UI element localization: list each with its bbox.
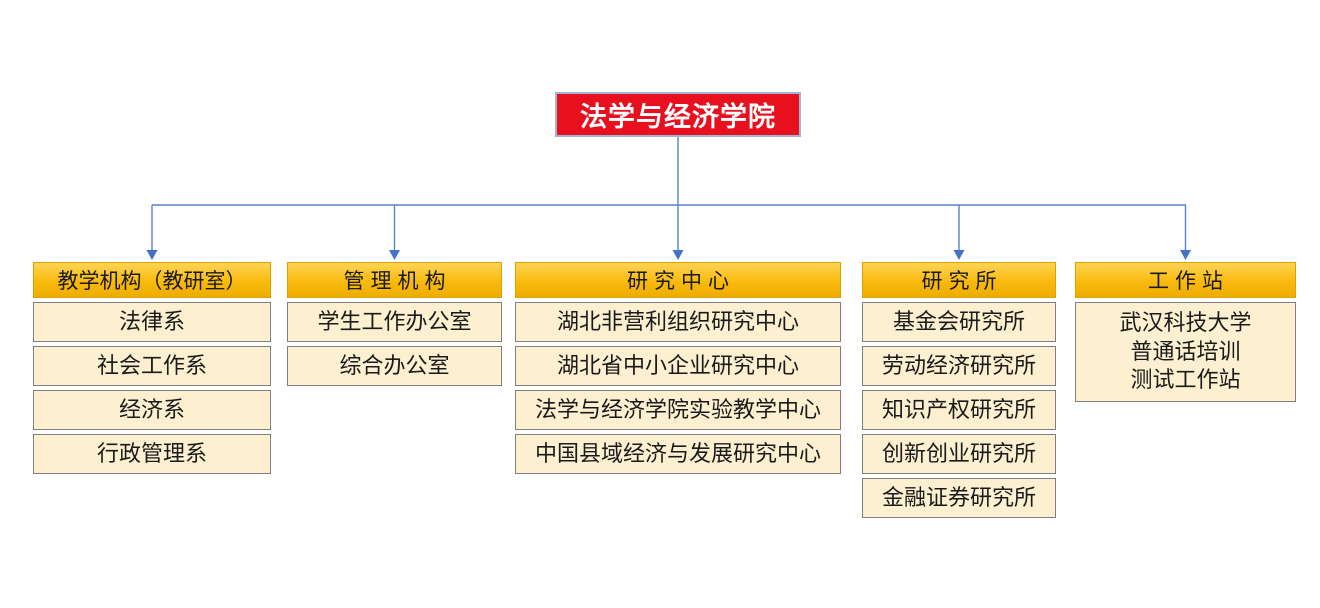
column-workstations: 工作站 武汉科技大学 普通话培训 测试工作站 bbox=[1075, 262, 1296, 406]
connector-line-group bbox=[151, 137, 1187, 251]
org-item: 法学与经济学院实验教学中心 bbox=[515, 390, 841, 430]
org-item: 劳动经济研究所 bbox=[862, 346, 1056, 386]
column-header: 教学机构（教研室） bbox=[33, 262, 271, 298]
org-item: 社会工作系 bbox=[33, 346, 271, 386]
org-item: 湖北非营利组织研究中心 bbox=[515, 302, 841, 342]
org-item: 湖北省中小企业研究中心 bbox=[515, 346, 841, 386]
org-item: 创新创业研究所 bbox=[862, 434, 1056, 474]
column-teaching-orgs: 教学机构（教研室） 法律系 社会工作系 经济系 行政管理系 bbox=[33, 262, 271, 478]
org-item: 经济系 bbox=[33, 390, 271, 430]
down-arrow-icon bbox=[389, 250, 400, 260]
org-item: 行政管理系 bbox=[33, 434, 271, 474]
org-item: 学生工作办公室 bbox=[287, 302, 502, 342]
column-admin-orgs: 管理机构 学生工作办公室 综合办公室 bbox=[287, 262, 502, 390]
column-header: 研究所 bbox=[862, 262, 1056, 298]
down-arrow-icons bbox=[146, 250, 1191, 260]
org-item: 知识产权研究所 bbox=[862, 390, 1056, 430]
root-title-box: 法学与经济学院 bbox=[555, 92, 801, 137]
org-item: 武汉科技大学 普通话培训 测试工作站 bbox=[1075, 302, 1296, 402]
down-arrow-icon bbox=[146, 250, 158, 260]
column-research-centers: 研究中心 湖北非营利组织研究中心 湖北省中小企业研究中心 法学与经济学院实验教学… bbox=[515, 262, 841, 478]
org-item: 金融证券研究所 bbox=[862, 478, 1056, 518]
org-item: 中国县域经济与发展研究中心 bbox=[515, 434, 841, 474]
org-item: 综合办公室 bbox=[287, 346, 502, 386]
org-item: 法律系 bbox=[33, 302, 271, 342]
column-research-institutes: 研究所 基金会研究所 劳动经济研究所 知识产权研究所 创新创业研究所 金融证券研… bbox=[862, 262, 1056, 522]
column-header: 工作站 bbox=[1075, 262, 1296, 298]
column-header: 管理机构 bbox=[287, 262, 502, 298]
org-item: 基金会研究所 bbox=[862, 302, 1056, 342]
root-title-label: 法学与经济学院 bbox=[580, 102, 776, 132]
down-arrow-icon bbox=[953, 250, 965, 260]
column-header: 研究中心 bbox=[515, 262, 841, 298]
down-arrow-icon bbox=[1180, 250, 1191, 260]
down-arrow-icon bbox=[672, 250, 684, 260]
